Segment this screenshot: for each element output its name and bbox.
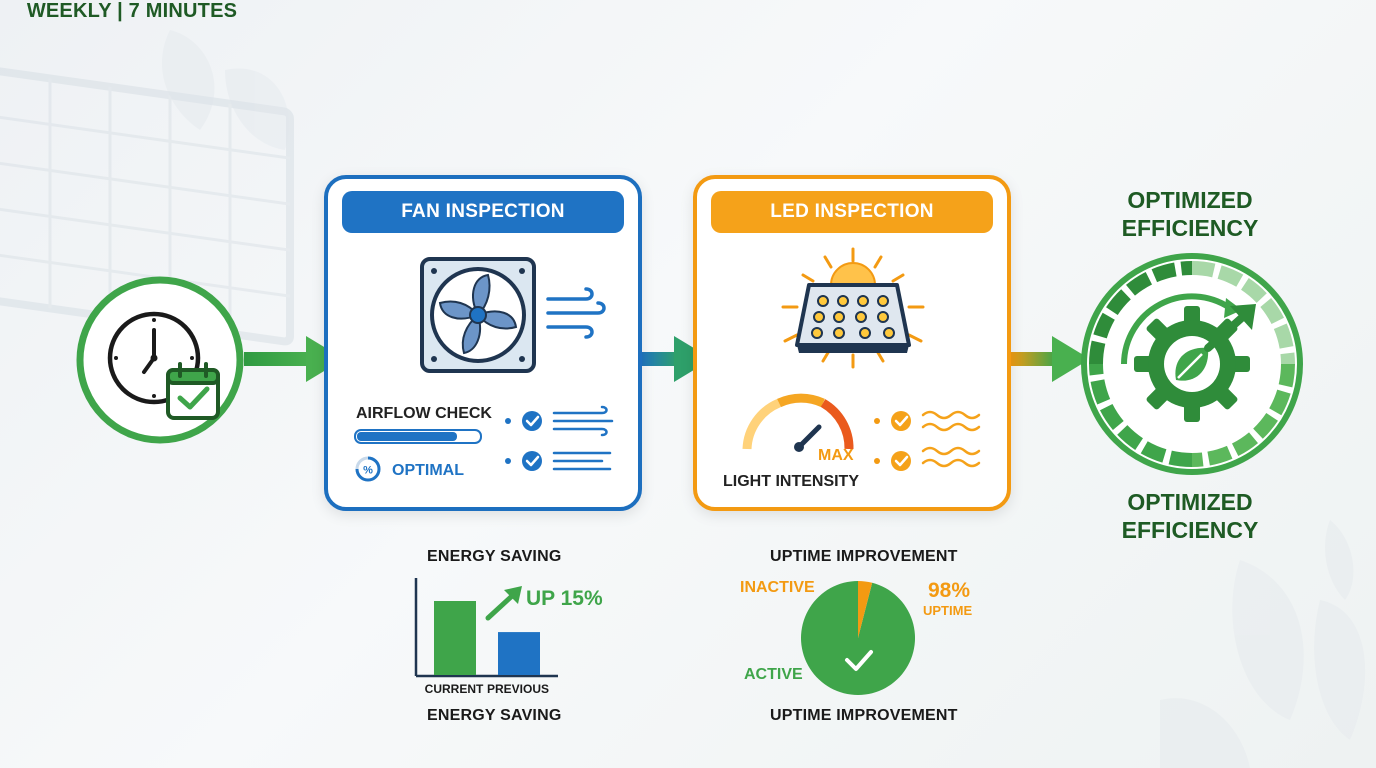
check-circle-icon xyxy=(891,451,911,471)
leaf-icon xyxy=(1160,520,1366,768)
led-inspection-card: LED INSPECTION MAX xyxy=(693,175,1011,511)
gauge-max-label: MAX xyxy=(818,447,854,464)
heat-waves-icon xyxy=(921,410,981,432)
fan-inspection-title: FAN INSPECTION xyxy=(342,191,624,233)
fan-icon xyxy=(420,257,606,373)
inactive-label: INACTIVE xyxy=(740,579,815,596)
led-checklist xyxy=(874,410,981,471)
airflow-waves-icon xyxy=(546,287,606,339)
airflow-progress-bar xyxy=(354,429,482,444)
energy-bar-current xyxy=(434,601,476,675)
fan-inspection-card: FAN INSPECTION AIRFLOW CHECK % OPTIMAL xyxy=(324,175,642,511)
clock-calendar-icon xyxy=(76,276,244,444)
check-circle-icon xyxy=(522,451,542,471)
fan-checklist xyxy=(505,405,614,471)
percent-gauge-icon: % xyxy=(355,456,381,482)
uptime-slice-inactive xyxy=(858,581,873,638)
light-intensity-label: LIGHT INTENSITY xyxy=(723,473,859,490)
energy-category-label: CURRENT xyxy=(425,682,484,696)
energy-category-label: PREVIOUS xyxy=(487,682,549,696)
led-inspection-title: LED INSPECTION xyxy=(711,191,993,233)
check-circle-icon xyxy=(522,411,542,431)
calendar-check-icon xyxy=(166,362,220,420)
energy-bar-previous xyxy=(498,632,540,675)
lines-icon xyxy=(552,451,612,471)
percent-symbol: % xyxy=(363,465,373,477)
airflow-progress-fill xyxy=(357,432,457,441)
start-label: WEEKLY | 7 MINUTES xyxy=(26,0,238,22)
light-intensity-gauge-icon xyxy=(742,393,854,452)
optimal-status-label: OPTIMAL xyxy=(392,462,464,479)
up-arrow-icon xyxy=(485,586,522,621)
airflow-check-label: AIRFLOW CHECK xyxy=(356,405,492,422)
uptime-improvement-label-top: UPTIME IMPROVEMENT xyxy=(770,548,958,565)
arrow-led-to-end-icon xyxy=(1010,336,1090,382)
uptime-word-label: UPTIME xyxy=(923,603,972,618)
efficiency-gear-icon xyxy=(1081,253,1303,475)
airflow-waves-icon xyxy=(552,405,614,437)
leaf-icon xyxy=(161,30,289,150)
energy-saving-label-top: ENERGY SAVING xyxy=(427,548,562,565)
uptime-value-label: 98% xyxy=(928,579,970,602)
optimized-efficiency-title-bottom: OPTIMIZED EFFICIENCY xyxy=(1121,489,1259,543)
optimized-efficiency-title-top: OPTIMIZED EFFICIENCY xyxy=(1121,187,1259,241)
growth-arrow-icon xyxy=(1204,304,1256,352)
uptime-improvement-label-bottom: UPTIME IMPROVEMENT xyxy=(770,707,958,724)
energy-change-label: UP 15% xyxy=(526,587,603,610)
heat-waves-icon xyxy=(921,446,981,468)
check-circle-icon xyxy=(891,411,911,431)
check-icon xyxy=(845,650,873,671)
active-label: ACTIVE xyxy=(744,666,803,683)
energy-saving-label-bottom: ENERGY SAVING xyxy=(427,707,562,724)
uptime-slice-active xyxy=(801,581,916,695)
uptime-pie-chart: INACTIVE ACTIVE 98% UPTIME xyxy=(740,579,972,695)
led-panel-icon xyxy=(781,247,925,369)
